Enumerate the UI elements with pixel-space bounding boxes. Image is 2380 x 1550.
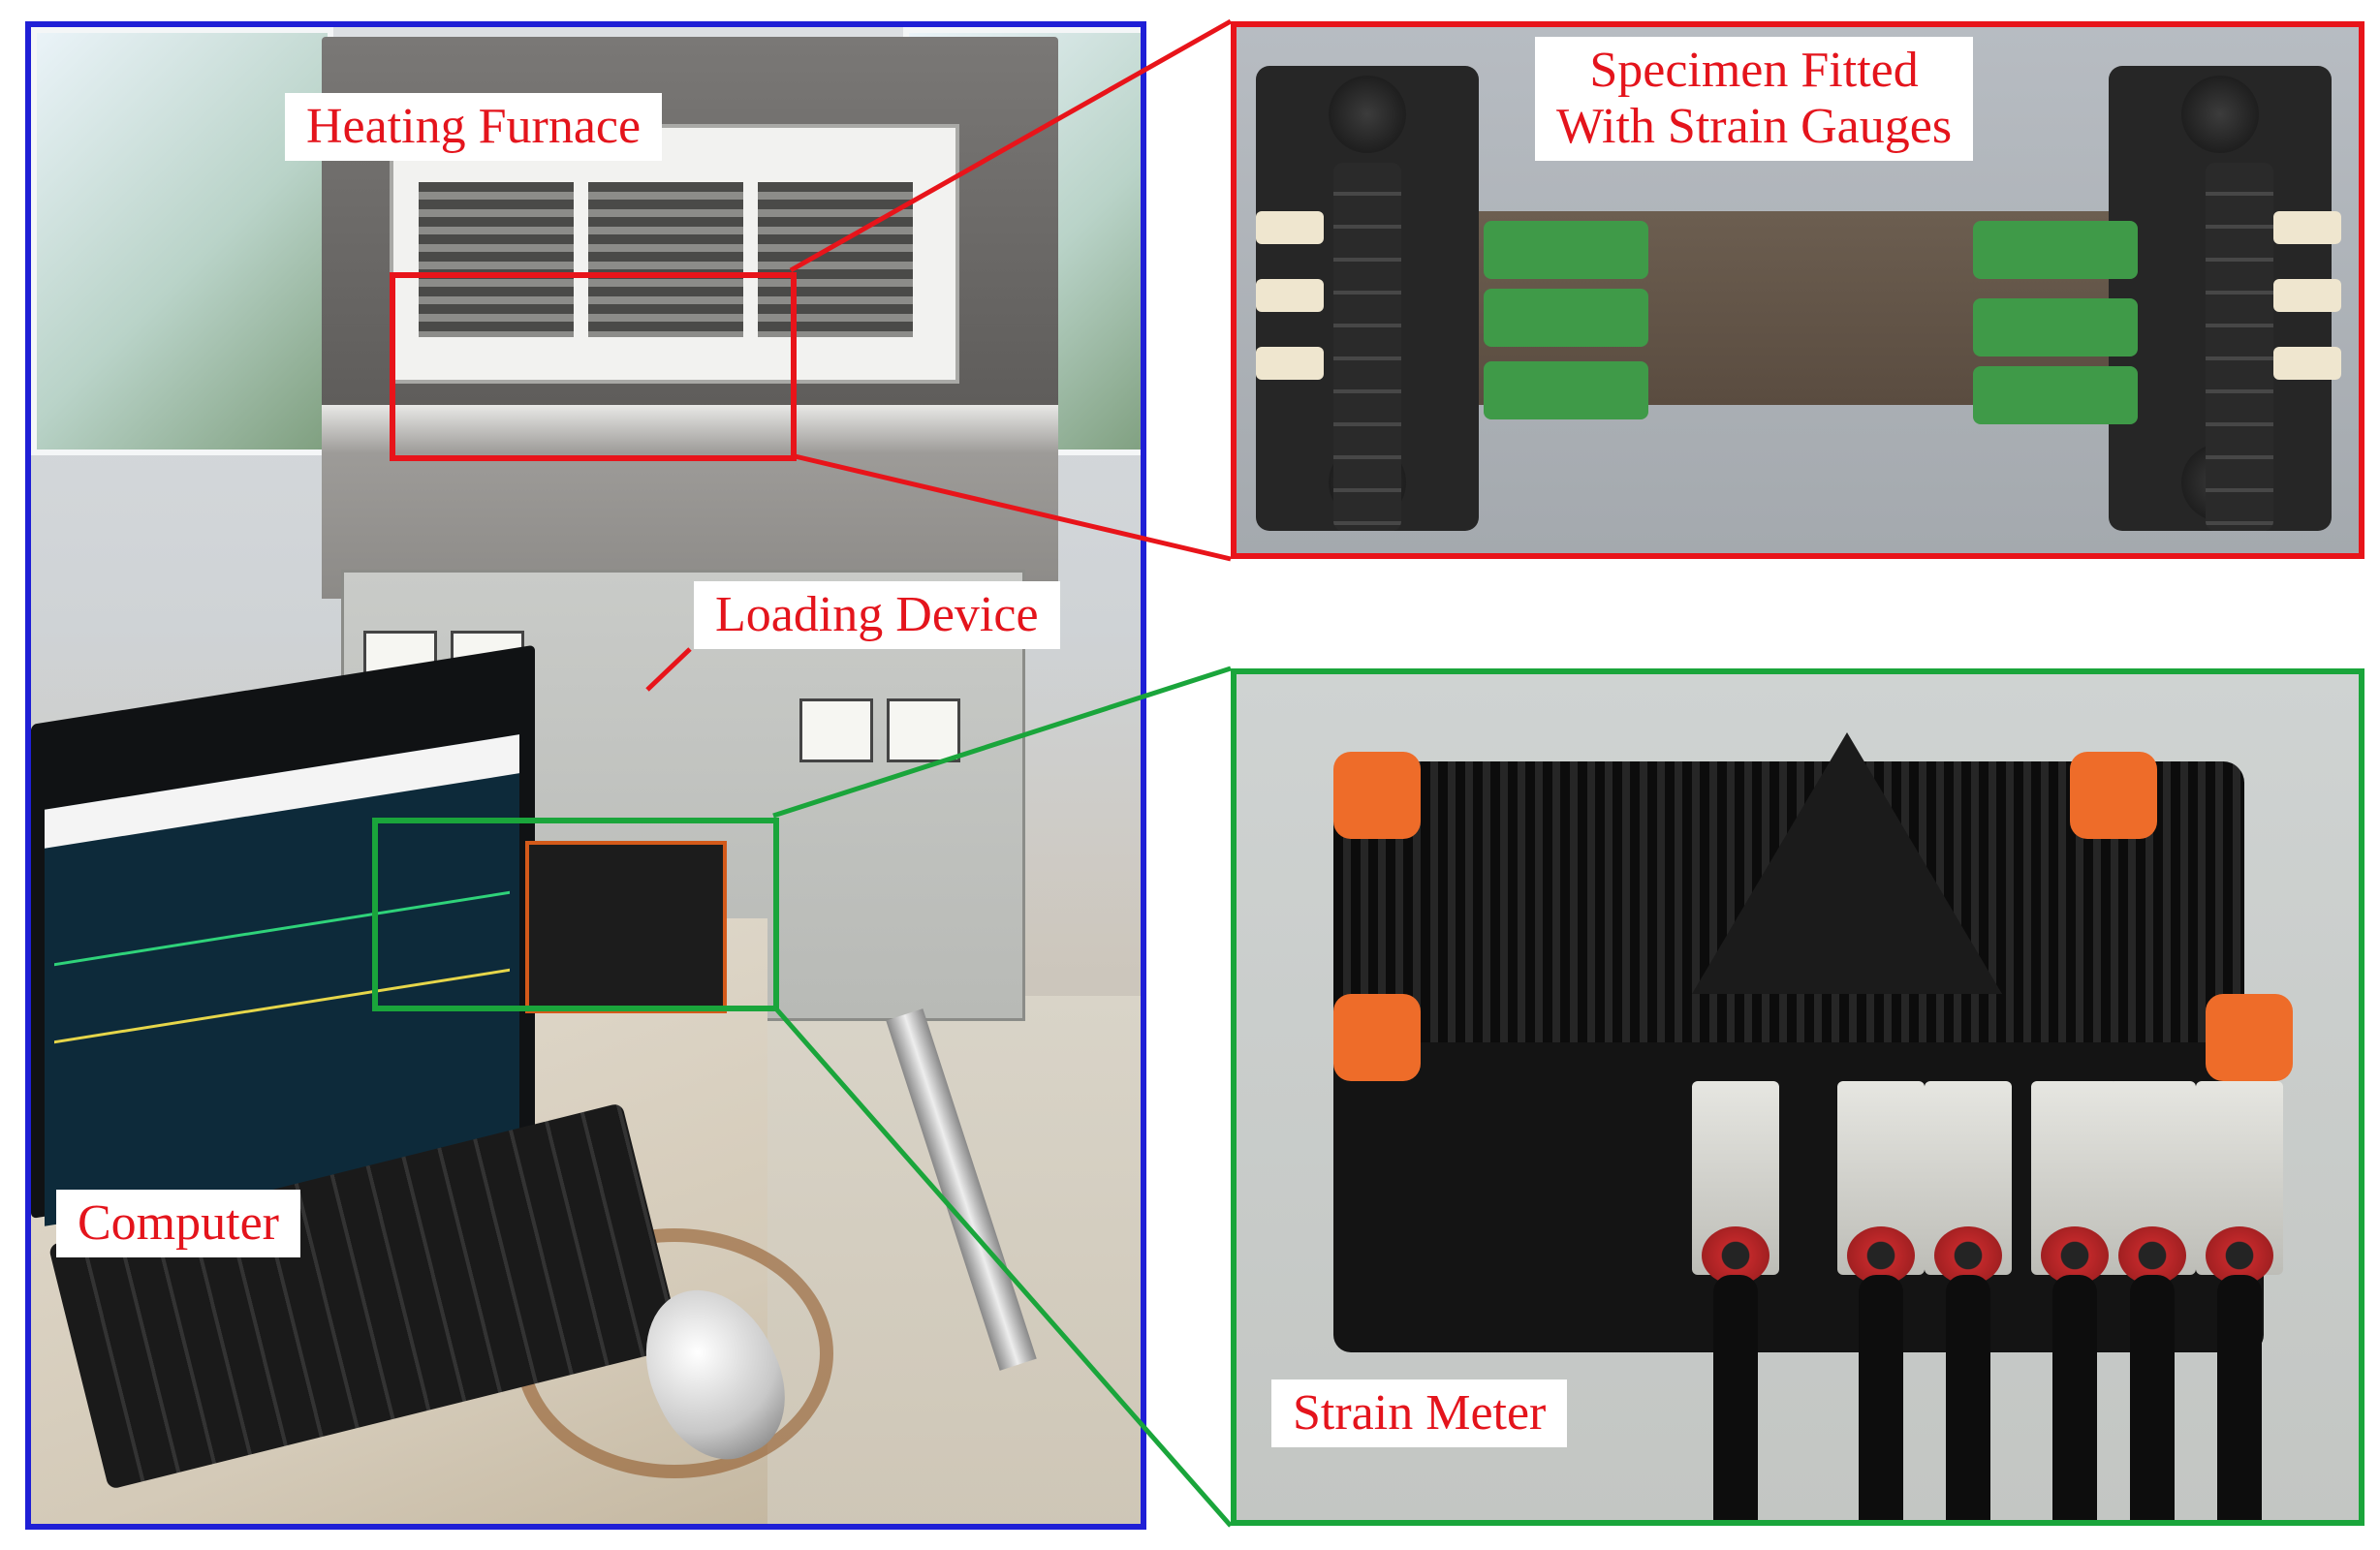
strain-meter-small xyxy=(525,841,727,1013)
cable xyxy=(1946,1275,1990,1520)
furnace-body xyxy=(322,405,1058,599)
strain-gauge xyxy=(1973,366,2138,424)
screw xyxy=(2181,76,2259,153)
strain-gauge xyxy=(1484,361,1648,419)
strain-gauge xyxy=(1484,289,1648,347)
cable xyxy=(2130,1275,2175,1520)
furnace-vent xyxy=(419,182,574,337)
cable xyxy=(2052,1275,2097,1520)
specimen-label-line1: Specimen Fitted xyxy=(1589,43,1919,98)
window-left xyxy=(31,27,333,455)
cable xyxy=(1713,1275,1758,1520)
strain-gauge xyxy=(1973,298,2138,356)
corner-bumper xyxy=(1333,994,1421,1081)
insulator-stack xyxy=(1333,163,1401,531)
dial-gauge xyxy=(887,698,960,762)
ceramic-lead xyxy=(1256,211,1324,244)
cable xyxy=(2217,1275,2262,1520)
strain-gauge xyxy=(1973,221,2138,279)
corner-bumper xyxy=(2206,994,2293,1081)
strain-meter-closeup-photo xyxy=(1231,668,2364,1526)
specimen-label-line2: With Strain Gauges xyxy=(1556,99,1953,155)
computer-label: Computer xyxy=(56,1190,300,1258)
specimen-callout-line-bottom xyxy=(790,452,1232,562)
loading-device-pointer xyxy=(645,647,692,692)
cable xyxy=(1859,1275,1903,1520)
loading-device-label: Loading Device xyxy=(694,581,1060,650)
corner-bumper xyxy=(2070,752,2157,839)
ceramic-lead xyxy=(1256,347,1324,380)
ceramic-lead xyxy=(2273,211,2341,244)
furnace-vent xyxy=(588,182,743,337)
furnace-vent xyxy=(758,182,913,337)
dial-gauge xyxy=(799,698,873,762)
specimen-callout-line-top xyxy=(789,18,1233,273)
ceramic-lead xyxy=(1256,279,1324,312)
insulator-stack xyxy=(2206,163,2273,531)
ceramic-lead xyxy=(2273,347,2341,380)
screw xyxy=(1329,76,1406,153)
strain-meter-label: Strain Meter xyxy=(1271,1380,1568,1448)
heating-furnace-label: Heating Furnace xyxy=(285,93,663,162)
specimen-zoom-box xyxy=(390,272,797,461)
strain-meter-emblem xyxy=(1692,732,2002,994)
specimen-label: Specimen Fitted With Strain Gauges xyxy=(1535,37,1974,162)
strain-meter-zoom-box xyxy=(372,818,779,1011)
strain-meter-callout-line-bottom xyxy=(771,1004,1233,1528)
corner-bumper xyxy=(1333,752,1421,839)
lab-setup-photo xyxy=(25,21,1146,1530)
ceramic-lead xyxy=(2273,279,2341,312)
strain-meter-callout-line-top xyxy=(772,666,1232,819)
strain-gauge xyxy=(1484,221,1648,279)
